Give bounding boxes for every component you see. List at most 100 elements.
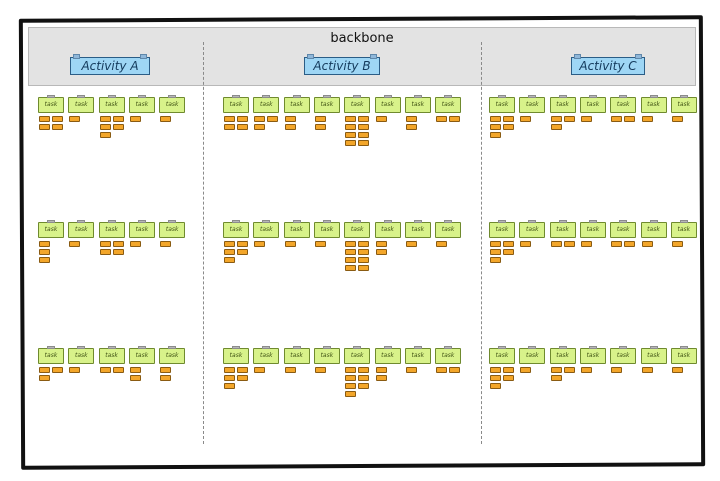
subtask-card[interactable] bbox=[405, 241, 417, 247]
subtask-card[interactable] bbox=[503, 116, 514, 122]
task-card[interactable]: task bbox=[435, 346, 462, 364]
subtask-card[interactable] bbox=[237, 241, 248, 247]
subtask-card[interactable] bbox=[345, 241, 357, 247]
subtask-card[interactable] bbox=[490, 132, 501, 138]
subtask-card[interactable] bbox=[39, 241, 50, 247]
subtask-card[interactable] bbox=[358, 124, 370, 130]
task-card[interactable]: task bbox=[313, 95, 340, 113]
subtask-card[interactable] bbox=[671, 241, 683, 247]
task-card[interactable]: task bbox=[489, 95, 515, 113]
task-card[interactable]: task bbox=[313, 346, 340, 364]
subtask-card[interactable] bbox=[671, 116, 683, 122]
task-card[interactable]: task bbox=[253, 95, 280, 113]
subtask-card[interactable] bbox=[490, 249, 501, 255]
subtask-card[interactable] bbox=[39, 249, 50, 255]
task-card[interactable]: task bbox=[128, 346, 155, 364]
task-card[interactable]: task bbox=[253, 346, 280, 364]
subtask-card[interactable] bbox=[563, 367, 575, 373]
subtask-card[interactable] bbox=[237, 116, 248, 122]
subtask-card[interactable] bbox=[112, 116, 124, 122]
subtask-card[interactable] bbox=[503, 124, 514, 130]
subtask-card[interactable] bbox=[503, 241, 514, 247]
activity-card-b[interactable]: Activity B bbox=[304, 54, 380, 75]
task-card[interactable]: task bbox=[128, 95, 155, 113]
subtask-card[interactable] bbox=[358, 383, 370, 389]
subtask-card[interactable] bbox=[284, 124, 296, 130]
task-card[interactable]: task bbox=[670, 220, 697, 238]
subtask-card[interactable] bbox=[345, 124, 357, 130]
subtask-card[interactable] bbox=[375, 375, 387, 381]
subtask-card[interactable] bbox=[405, 367, 417, 373]
subtask-card[interactable] bbox=[345, 367, 357, 373]
subtask-card[interactable] bbox=[550, 375, 562, 381]
subtask-card[interactable] bbox=[284, 367, 296, 373]
subtask-card[interactable] bbox=[641, 241, 653, 247]
task-card[interactable]: task bbox=[128, 220, 155, 238]
task-card[interactable]: task bbox=[610, 220, 637, 238]
subtask-card[interactable] bbox=[224, 241, 235, 247]
subtask-card[interactable] bbox=[345, 383, 357, 389]
subtask-card[interactable] bbox=[39, 124, 50, 130]
subtask-card[interactable] bbox=[52, 124, 63, 130]
subtask-card[interactable] bbox=[345, 265, 357, 271]
task-card[interactable]: task bbox=[519, 95, 546, 113]
subtask-card[interactable] bbox=[358, 140, 370, 146]
subtask-card[interactable] bbox=[69, 116, 81, 122]
task-card[interactable]: task bbox=[640, 346, 667, 364]
subtask-card[interactable] bbox=[580, 241, 592, 247]
subtask-card[interactable] bbox=[160, 375, 172, 381]
task-card[interactable]: task bbox=[223, 220, 249, 238]
subtask-card[interactable] bbox=[436, 116, 448, 122]
activity-card-c[interactable]: Activity C bbox=[571, 54, 645, 75]
subtask-card[interactable] bbox=[39, 367, 50, 373]
task-card[interactable]: task bbox=[344, 95, 371, 113]
subtask-card[interactable] bbox=[39, 257, 50, 263]
task-card[interactable]: task bbox=[38, 95, 64, 113]
subtask-card[interactable] bbox=[112, 367, 124, 373]
subtask-card[interactable] bbox=[237, 367, 248, 373]
subtask-card[interactable] bbox=[52, 116, 63, 122]
subtask-card[interactable] bbox=[358, 367, 370, 373]
task-card[interactable]: task bbox=[68, 95, 95, 113]
subtask-card[interactable] bbox=[160, 241, 172, 247]
subtask-card[interactable] bbox=[580, 367, 592, 373]
task-card[interactable]: task bbox=[489, 346, 515, 364]
subtask-card[interactable] bbox=[503, 367, 514, 373]
task-card[interactable]: task bbox=[223, 95, 249, 113]
subtask-card[interactable] bbox=[224, 383, 235, 389]
subtask-card[interactable] bbox=[112, 249, 124, 255]
subtask-card[interactable] bbox=[224, 367, 235, 373]
subtask-card[interactable] bbox=[99, 124, 111, 130]
subtask-card[interactable] bbox=[520, 241, 532, 247]
subtask-card[interactable] bbox=[490, 367, 501, 373]
subtask-card[interactable] bbox=[99, 132, 111, 138]
subtask-card[interactable] bbox=[503, 375, 514, 381]
task-card[interactable]: task bbox=[519, 346, 546, 364]
subtask-card[interactable] bbox=[254, 367, 266, 373]
subtask-card[interactable] bbox=[490, 375, 501, 381]
subtask-card[interactable] bbox=[375, 249, 387, 255]
task-card[interactable]: task bbox=[98, 95, 125, 113]
subtask-card[interactable] bbox=[563, 241, 575, 247]
task-card[interactable]: task bbox=[640, 95, 667, 113]
task-card[interactable]: task bbox=[549, 95, 576, 113]
subtask-card[interactable] bbox=[405, 116, 417, 122]
subtask-card[interactable] bbox=[580, 116, 592, 122]
task-card[interactable]: task bbox=[68, 220, 95, 238]
subtask-card[interactable] bbox=[224, 249, 235, 255]
task-card[interactable]: task bbox=[435, 95, 462, 113]
subtask-card[interactable] bbox=[611, 116, 623, 122]
subtask-card[interactable] bbox=[358, 257, 370, 263]
subtask-card[interactable] bbox=[129, 367, 141, 373]
subtask-card[interactable] bbox=[520, 116, 532, 122]
activity-card-a[interactable]: Activity A bbox=[70, 54, 150, 75]
subtask-card[interactable] bbox=[520, 367, 532, 373]
task-card[interactable]: task bbox=[435, 220, 462, 238]
subtask-card[interactable] bbox=[624, 241, 636, 247]
subtask-card[interactable] bbox=[490, 116, 501, 122]
task-card[interactable]: task bbox=[38, 220, 64, 238]
subtask-card[interactable] bbox=[69, 367, 81, 373]
subtask-card[interactable] bbox=[254, 124, 266, 130]
subtask-card[interactable] bbox=[284, 116, 296, 122]
subtask-card[interactable] bbox=[375, 241, 387, 247]
